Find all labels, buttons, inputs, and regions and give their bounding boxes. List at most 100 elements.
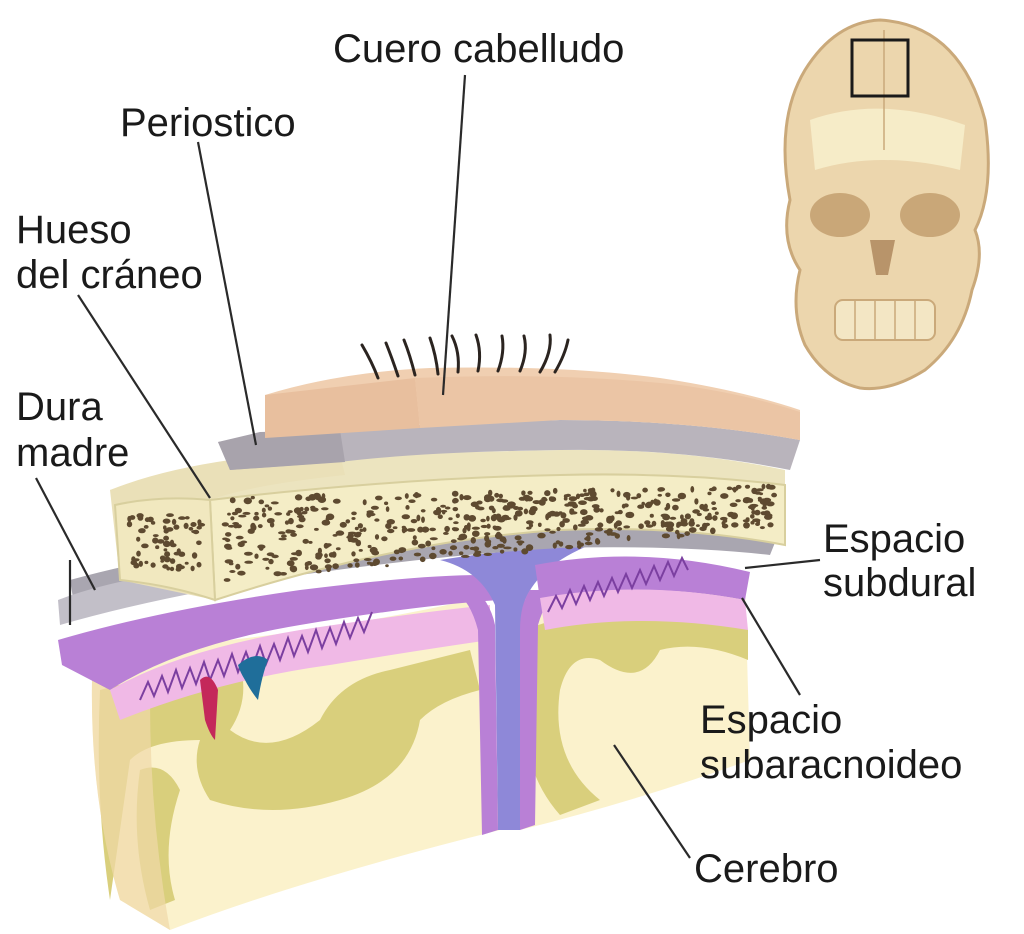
bone-dot [451, 539, 457, 543]
bone-dot [364, 558, 372, 561]
bone-dot [324, 558, 330, 563]
bone-dot [597, 522, 603, 527]
bone-dot [238, 515, 246, 518]
bone-dot [762, 484, 766, 489]
bone-dot [676, 524, 680, 528]
label-bone-line2: del cráneo [16, 253, 203, 297]
bone-dot [445, 507, 451, 510]
bone-dot [185, 562, 189, 565]
bone-dot [743, 519, 750, 522]
bone-dot [484, 553, 492, 556]
bone-dot [565, 545, 573, 549]
bone-dot [287, 560, 295, 566]
bone-dot [425, 541, 431, 547]
bone-dot [237, 571, 245, 576]
bone-dot [265, 567, 269, 570]
bone-dot [304, 507, 309, 512]
bone-dot [355, 527, 359, 530]
bone-dot [658, 494, 662, 497]
bone-dot [431, 547, 435, 551]
bone-dot [196, 541, 202, 546]
bone-dot [265, 504, 270, 507]
bone-dot [578, 524, 586, 527]
bone-dot [130, 515, 136, 520]
bone-dot [429, 528, 436, 532]
bone-dot [500, 550, 504, 554]
bone-dot [604, 530, 612, 534]
bone-dot [765, 513, 772, 517]
bone-dot [501, 499, 509, 503]
bone-dot [303, 539, 309, 544]
bone-dot [766, 484, 771, 490]
bone-dot [599, 508, 603, 512]
leader-subarachnoid [742, 598, 800, 695]
bone-dot [407, 528, 416, 532]
bone-dot [524, 509, 528, 515]
bone-dot [495, 514, 501, 521]
bone-dot [553, 488, 558, 494]
bone-dot [280, 572, 287, 576]
bone-dot [173, 525, 179, 530]
bone-dot [405, 505, 409, 510]
bone-dot [545, 514, 549, 521]
bone-dot [658, 487, 666, 491]
bone-dot [471, 502, 479, 508]
bone-dot [232, 512, 238, 516]
bone-dot [690, 486, 694, 493]
bone-dot [359, 549, 363, 552]
bone-dot [626, 512, 635, 518]
bone-dot [606, 516, 614, 523]
bone-dot [164, 519, 168, 523]
bone-dot [141, 544, 149, 549]
bone-dot [229, 562, 234, 565]
bone-dot [758, 499, 762, 502]
bone-dot [422, 527, 429, 533]
bone-dot [301, 511, 307, 514]
bone-dot [367, 513, 376, 516]
bone-dot [694, 498, 698, 504]
leader-dura [36, 478, 95, 590]
bone-dot [735, 499, 741, 502]
bone-dot [385, 564, 389, 567]
bone-dot [262, 513, 266, 518]
bone-dot [745, 485, 750, 489]
bone-dot [487, 524, 491, 529]
bone-dot [646, 524, 651, 527]
bone-dot [527, 491, 532, 495]
bone-dot [162, 564, 168, 568]
bone-dot [321, 507, 329, 510]
bone-dot [281, 534, 287, 538]
bone-dot [474, 551, 481, 554]
bone-dot [690, 518, 695, 523]
bone-dot [192, 552, 197, 558]
bone-dot [172, 519, 176, 525]
bone-dot [521, 490, 525, 495]
bone-dot [573, 524, 578, 530]
bone-dot [305, 565, 309, 570]
bone-dot [151, 562, 156, 567]
bone-dot [259, 500, 265, 505]
bone-dot [250, 523, 255, 530]
bone-dot [230, 516, 234, 520]
bone-dot [191, 566, 195, 572]
bone-dot [390, 557, 397, 561]
bone-dot [731, 522, 738, 527]
bone-dot [641, 502, 645, 506]
bone-dot [318, 548, 322, 554]
bone-dot [560, 512, 566, 518]
bone-dot [595, 527, 603, 531]
bone-dot [570, 511, 578, 514]
bone-dot [443, 532, 449, 535]
bone-dot [193, 530, 199, 534]
bone-dot [346, 519, 351, 523]
bone-dot [715, 512, 719, 515]
bone-dot [402, 514, 410, 519]
bone-dot [262, 558, 269, 561]
bone-dot [185, 516, 190, 519]
bone-dot [234, 524, 238, 529]
bone-dot [368, 545, 372, 548]
bone-dot [501, 537, 506, 541]
bone-dot [413, 535, 417, 540]
bone-dot [297, 515, 304, 518]
bone-dot [353, 558, 359, 562]
